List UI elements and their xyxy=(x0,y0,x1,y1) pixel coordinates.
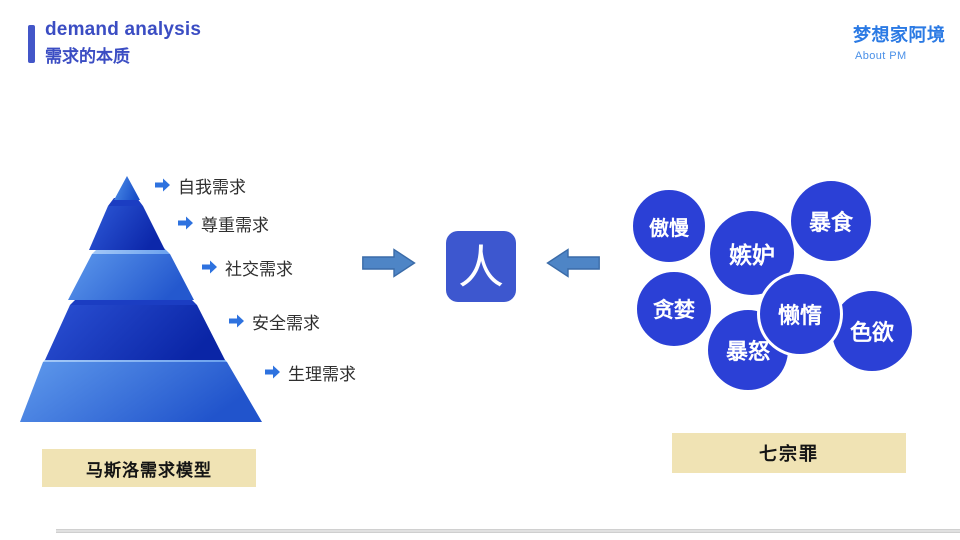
sin-label: 嫉妒 xyxy=(729,242,775,268)
slide-title-zh: 需求的本质 xyxy=(45,47,130,66)
maslow-pyramid-icon xyxy=(20,176,262,422)
sin-label: 色欲 xyxy=(849,320,894,345)
sin-circle-pride: 傲慢 xyxy=(630,187,708,265)
arrow-left-icon xyxy=(546,248,600,278)
level-arrow-icon xyxy=(202,260,217,274)
maslow-level-label: 尊重需求 xyxy=(201,215,269,235)
sin-label: 暴怒 xyxy=(725,339,770,364)
sin-label: 贪婪 xyxy=(653,299,695,322)
sin-circle-sloth: 懒惰 xyxy=(757,271,843,357)
sin-label: 傲慢 xyxy=(649,217,689,240)
maslow-level-row: 尊重需求 xyxy=(178,214,269,235)
maslow-level-row: 生理需求 xyxy=(265,363,356,384)
level-arrow-icon xyxy=(178,216,193,230)
sin-circle-greed: 贪婪 xyxy=(634,269,714,349)
maslow-level-row: 自我需求 xyxy=(155,176,246,197)
sin-circle-lust: 色欲 xyxy=(829,288,915,374)
sin-circle-gluttony: 暴食 xyxy=(788,178,874,264)
arrow-right-icon xyxy=(362,248,416,278)
maslow-level-label: 生理需求 xyxy=(288,364,356,384)
title-accent-bar xyxy=(28,25,35,63)
maslow-level-row: 社交需求 xyxy=(202,258,293,279)
maslow-level-label: 安全需求 xyxy=(252,313,320,333)
person-box: 人 xyxy=(446,231,516,302)
brand-subtitle: About PM xyxy=(855,50,907,62)
sin-label: 懒惰 xyxy=(777,303,822,328)
maslow-level-label: 社交需求 xyxy=(225,259,293,279)
brand-logo: 梦想家阿境 xyxy=(853,25,946,45)
person-label: 人 xyxy=(458,240,504,293)
maslow-level-label: 自我需求 xyxy=(178,177,246,197)
sin-label: 暴食 xyxy=(808,210,853,235)
level-arrow-icon xyxy=(155,178,170,192)
maslow-level-row: 安全需求 xyxy=(229,312,320,333)
sins-caption: 七宗罪 xyxy=(672,433,906,473)
level-arrow-icon xyxy=(229,314,244,328)
bottom-divider xyxy=(56,529,960,533)
maslow-caption: 马斯洛需求模型 xyxy=(42,449,256,487)
level-arrow-icon xyxy=(265,365,280,379)
slide-title-en: demand analysis xyxy=(45,19,202,40)
